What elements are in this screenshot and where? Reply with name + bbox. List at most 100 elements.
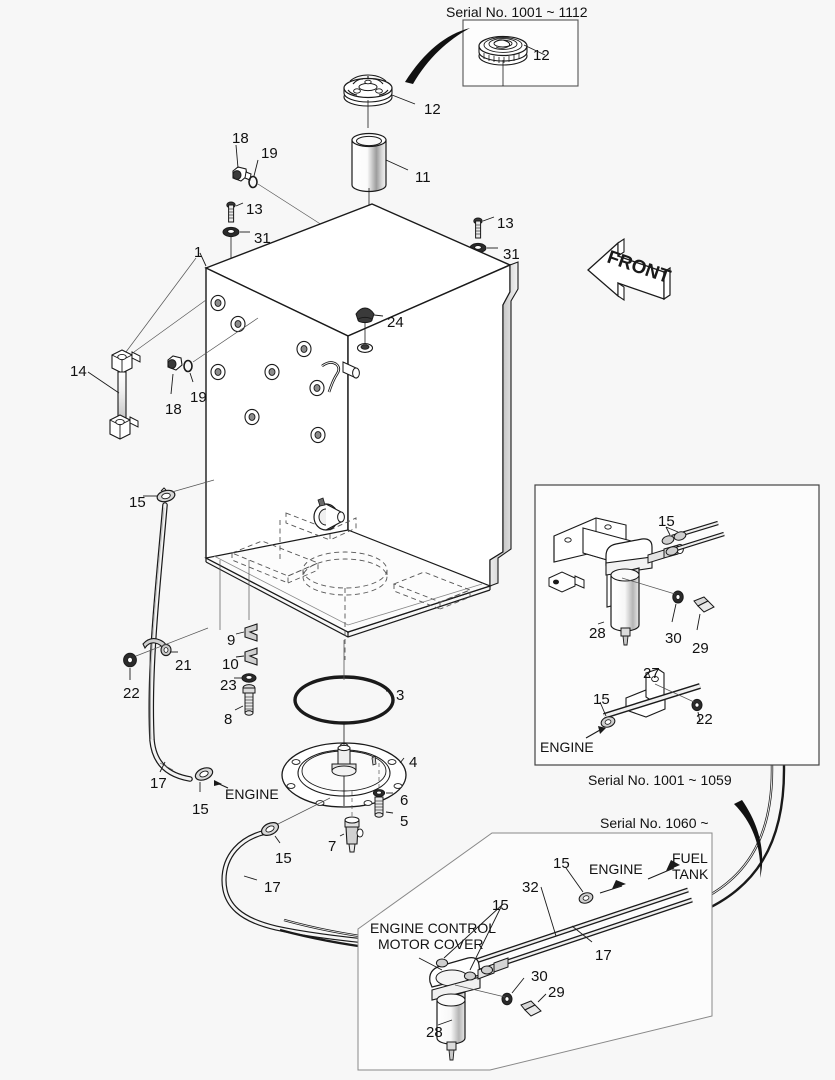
- leader-15-lower: [274, 835, 281, 844]
- callout-11: 11: [415, 169, 431, 186]
- leader-28-bot: [437, 1019, 453, 1026]
- engine-arrow-mid: [585, 729, 601, 739]
- fuel-cap-12: [343, 74, 393, 107]
- fuel-tank-body-1: [204, 203, 519, 660]
- callout-13: 13: [497, 215, 514, 232]
- callout-8: 8: [224, 711, 233, 728]
- callout-17: 17: [150, 775, 167, 792]
- fuel-filter-28-bot: [429, 957, 509, 1061]
- oring-19-lower: [183, 359, 193, 373]
- inset-serial-1001-1059: [534, 484, 820, 766]
- bolt-29-mid: [693, 596, 715, 613]
- tank-boss-24: [356, 343, 374, 353]
- clamp-15-bot-upper: [578, 892, 594, 904]
- sight-gauge-14: [109, 349, 141, 440]
- leader-17-bottom: [243, 875, 258, 881]
- leader-30-mid: [671, 603, 677, 623]
- callout-15: 15: [192, 801, 209, 818]
- fitting-18-lower: [167, 355, 183, 371]
- callout-28: 28: [426, 1024, 443, 1041]
- label-engine-inset-mid: ENGINE: [540, 739, 594, 755]
- leader-4: [399, 757, 405, 764]
- callout-31: 31: [254, 230, 271, 247]
- clamp-15-upper: [156, 487, 176, 503]
- callout-4: 4: [409, 754, 418, 771]
- leader-15-to-tank: [171, 479, 215, 493]
- pointer-arrow-bottom: [734, 800, 763, 878]
- leader-24: [373, 314, 384, 317]
- bolt-5: [374, 796, 384, 818]
- leader-15-bot-left-a: [469, 904, 503, 971]
- leader-9: [235, 631, 245, 635]
- leader-18-upper: [235, 144, 239, 169]
- callout-18: 18: [165, 401, 182, 418]
- leader-18-lower: [170, 373, 174, 395]
- leader-22-mid: [697, 711, 701, 723]
- callout-15: 15: [275, 850, 292, 867]
- callout-6: 6: [400, 792, 409, 809]
- tank-boss-holes: [210, 294, 326, 444]
- leader-15-bot-upper: [565, 867, 584, 893]
- leader-11: [385, 159, 409, 171]
- label-engine-inset-bottom: ENGINE: [589, 861, 643, 877]
- callout-13: 13: [246, 201, 263, 218]
- callout-3: 3: [396, 687, 405, 704]
- callout-24: 24: [387, 314, 404, 331]
- leader-22-extend: [135, 627, 209, 657]
- pipes-32-17: [469, 860, 693, 976]
- fuel-cap-inset-icon: [478, 35, 528, 66]
- leader-27: [647, 671, 651, 679]
- callout-9: 9: [227, 632, 236, 649]
- leader-15-mid-a: [665, 526, 671, 536]
- leader-30-bot: [511, 977, 525, 994]
- filter-hose-ends-mid: [661, 520, 725, 556]
- clamp-21: [142, 638, 172, 657]
- leader-10: [235, 655, 245, 658]
- valve-7: [344, 816, 364, 853]
- caption-serial-top: Serial No. 1001 ~ 1112: [446, 4, 588, 20]
- callout-12: 12: [424, 101, 441, 118]
- washer-30-bot: [501, 992, 513, 1006]
- callout-30: 30: [665, 630, 682, 647]
- clamp-15-engine-left: [194, 767, 214, 781]
- leader-28-mid: [597, 621, 605, 625]
- clamp-15-lower: [260, 822, 280, 836]
- washer-30-mid: [672, 590, 684, 604]
- callout-12: 12: [533, 47, 550, 64]
- leader-12-inset: [523, 44, 546, 56]
- leader-1-tank: [199, 252, 207, 267]
- label-fuel-tank-line2: TANK: [672, 866, 709, 882]
- callout-15: 15: [492, 897, 509, 914]
- leader-29-mid: [696, 613, 701, 631]
- tank-side-fitting: [313, 497, 345, 531]
- label-motor-cover-line1: ENGINE CONTROL: [370, 920, 497, 936]
- label-engine-main: ENGINE: [225, 786, 279, 802]
- callout-14: 14: [70, 363, 87, 380]
- leader-15-mid-low: [599, 701, 607, 717]
- callout-15: 15: [658, 513, 675, 530]
- clip-10: [244, 647, 258, 666]
- label-motor-cover-line2: MOTOR COVER: [378, 936, 484, 952]
- leader-1-extend: [119, 257, 197, 361]
- leader-14: [87, 371, 120, 394]
- callout-18: 18: [232, 130, 249, 147]
- leader-19-upper: [253, 159, 259, 177]
- callout-22: 22: [123, 685, 140, 702]
- leader-12-main: [391, 94, 416, 105]
- callout-5: 5: [400, 813, 409, 830]
- bolt-8: [242, 684, 256, 716]
- pipe-bracket-27: [603, 668, 701, 719]
- bolt-29-bot: [520, 1000, 542, 1017]
- leader-15-bot-left-b: [443, 904, 503, 959]
- clip-9: [244, 623, 258, 642]
- callout-23: 23: [220, 677, 237, 694]
- leader-13-left: [235, 202, 244, 207]
- leader-19-lower: [189, 372, 194, 383]
- callout-30: 30: [531, 968, 548, 985]
- callout-27: 27: [643, 665, 660, 682]
- washer-22-mid: [691, 698, 703, 712]
- callout-32: 32: [522, 879, 539, 896]
- washer-6: [372, 789, 386, 797]
- tank-hose-bracket: [321, 361, 360, 393]
